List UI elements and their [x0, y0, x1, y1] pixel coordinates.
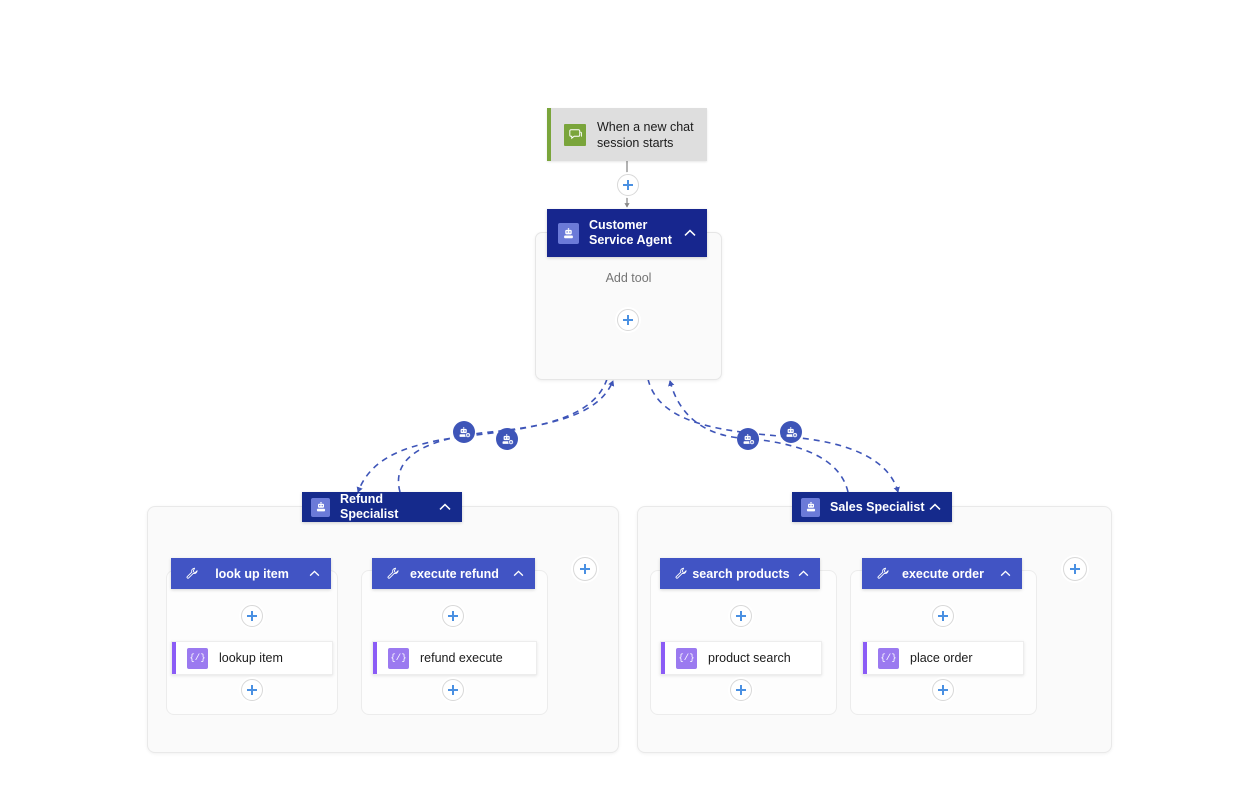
add-step-after-place-order-button[interactable]: [932, 679, 954, 701]
add-step-after-refund-execute-button[interactable]: [442, 679, 464, 701]
tool-node-execute-order[interactable]: execute order: [862, 558, 1022, 589]
add-step-after-trigger-button[interactable]: [617, 174, 639, 196]
agent-robot-icon: [311, 497, 330, 517]
chevron-up-icon[interactable]: [309, 570, 320, 577]
action-accent-bar: [373, 642, 377, 674]
tool-node-search-products[interactable]: search products: [660, 558, 820, 589]
root-agent-label: Customer Service Agent: [589, 218, 672, 247]
add-step-after-lookup-item-button[interactable]: [241, 679, 263, 701]
agent-robot-icon: [801, 497, 820, 517]
add-tool-label: Add tool: [605, 271, 652, 285]
agent-node-sales-specialist[interactable]: Sales Specialist: [792, 492, 952, 522]
sales-add-tool-button[interactable]: [1063, 557, 1087, 581]
add-step-search-products-button[interactable]: [730, 605, 752, 627]
action-label-place-order: place order: [910, 651, 973, 665]
action-accent-bar: [661, 642, 665, 674]
chevron-up-icon[interactable]: [439, 503, 451, 511]
chat-bubble-icon: [564, 123, 586, 146]
action-accent-bar: [863, 642, 867, 674]
tool-label-execute-refund: execute refund: [410, 566, 499, 581]
tool-label-look-up-item: look up item: [215, 566, 289, 581]
action-accent-bar: [172, 642, 176, 674]
action-node-place-order[interactable]: {/} place order: [862, 641, 1024, 675]
code-braces-icon: {/}: [676, 647, 697, 669]
trigger-accent-bar: [547, 108, 551, 161]
add-step-execute-order-button[interactable]: [932, 605, 954, 627]
handoff-badge-sales-out[interactable]: [780, 421, 802, 443]
add-step-after-product-search-button[interactable]: [730, 679, 752, 701]
action-label-refund-execute: refund execute: [420, 651, 503, 665]
edge-agent-to-sales: [647, 378, 900, 493]
action-label-product-search: product search: [708, 651, 791, 665]
wrench-icon: [387, 567, 400, 580]
chevron-up-icon[interactable]: [513, 570, 524, 577]
agent-robot-icon: [558, 222, 579, 244]
handoff-badge-refund-out[interactable]: [453, 421, 475, 443]
root-agent-add-tool-button[interactable]: [617, 309, 639, 331]
chevron-up-icon[interactable]: [684, 229, 696, 237]
add-step-look-up-item-button[interactable]: [241, 605, 263, 627]
chevron-up-icon[interactable]: [1000, 570, 1011, 577]
root-agent-node[interactable]: Customer Service Agent: [547, 209, 707, 257]
add-step-execute-refund-button[interactable]: [442, 605, 464, 627]
action-label-lookup-item: lookup item: [219, 651, 283, 665]
chevron-up-icon[interactable]: [798, 570, 809, 577]
handoff-badge-refund-in[interactable]: [496, 428, 518, 450]
wrench-icon: [675, 567, 688, 580]
action-node-lookup-item[interactable]: {/} lookup item: [171, 641, 333, 675]
edge-sales-to-agent: [668, 380, 849, 493]
wrench-icon: [877, 567, 890, 580]
action-node-product-search[interactable]: {/} product search: [660, 641, 822, 675]
code-braces-icon: {/}: [187, 647, 208, 669]
edge-agent-to-refund: [356, 378, 608, 493]
chevron-up-icon[interactable]: [929, 503, 941, 511]
agent-label-sales-specialist: Sales Specialist: [830, 499, 925, 514]
trigger-label: When a new chat session starts: [597, 119, 694, 150]
refund-add-tool-button[interactable]: [573, 557, 597, 581]
tool-label-execute-order: execute order: [902, 566, 984, 581]
wrench-icon: [186, 567, 199, 580]
code-braces-icon: {/}: [878, 647, 899, 669]
action-node-refund-execute[interactable]: {/} refund execute: [372, 641, 537, 675]
handoff-badge-sales-in[interactable]: [737, 428, 759, 450]
agent-label-refund-specialist: Refund Specialist: [340, 492, 399, 521]
trigger-node[interactable]: When a new chat session starts: [547, 108, 707, 161]
tool-node-execute-refund[interactable]: execute refund: [372, 558, 535, 589]
agent-node-refund-specialist[interactable]: Refund Specialist: [302, 492, 462, 522]
tool-node-look-up-item[interactable]: look up item: [171, 558, 331, 589]
code-braces-icon: {/}: [388, 647, 409, 669]
tool-label-search-products: search products: [692, 566, 790, 581]
